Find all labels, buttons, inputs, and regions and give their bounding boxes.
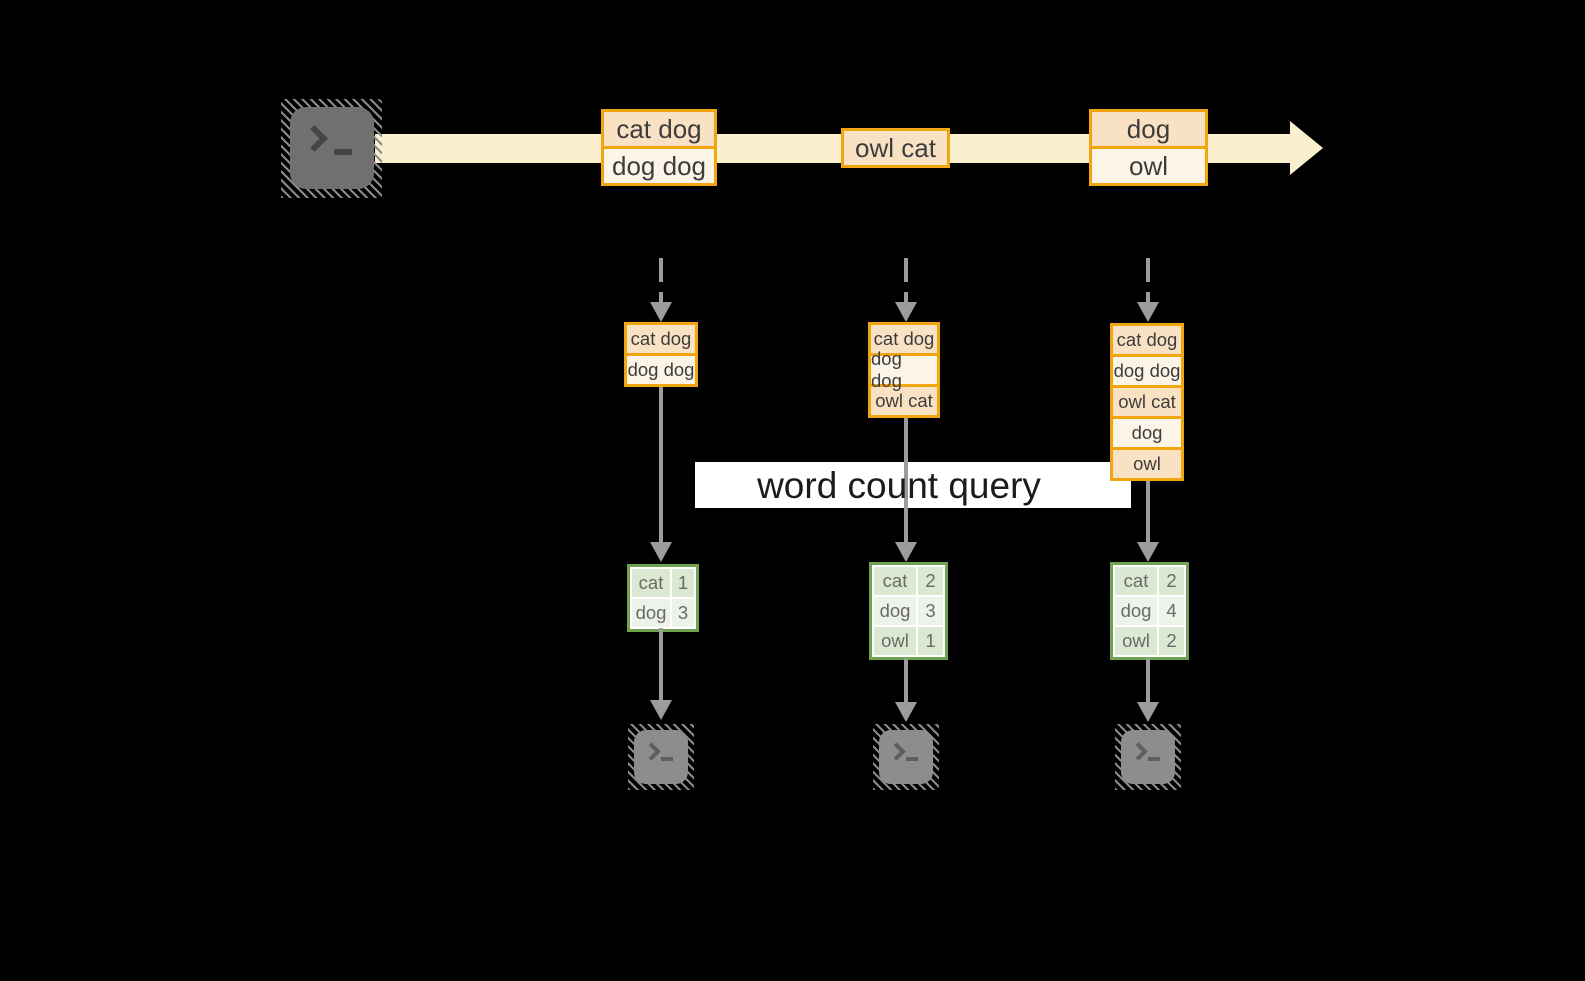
arrow-buffer-to-counts-2 — [895, 417, 917, 562]
arrow-line — [1146, 658, 1150, 708]
dash-segment — [904, 292, 908, 304]
event-row: dog — [1092, 112, 1205, 146]
query-label: word count query — [757, 465, 1041, 506]
count-value-cell: 2 — [1159, 567, 1184, 595]
prompt-chevron-icon — [1129, 742, 1148, 761]
count-value-cell: 3 — [918, 597, 943, 625]
buffer-row: dog — [1113, 416, 1181, 447]
count-table-1: cat 1 dog 3 — [627, 564, 699, 632]
event-buffer-stack-3: cat dog dog dog owl cat dog owl — [1110, 323, 1184, 481]
buffer-row: dog dog — [871, 348, 937, 391]
query-banner — [695, 462, 1131, 508]
buffer-row: cat dog — [1113, 326, 1181, 354]
terminal-screen — [290, 107, 374, 189]
event-row: owl cat — [844, 131, 947, 165]
event-row: dog dog — [604, 146, 714, 183]
terminal-screen — [634, 730, 688, 784]
arrowhead-icon — [1137, 302, 1159, 322]
buffer-row: cat dog — [627, 325, 695, 353]
arrow-line — [904, 658, 908, 708]
count-value-cell: 2 — [1159, 627, 1184, 655]
arrow-line — [1146, 480, 1150, 548]
event-row: owl — [1092, 146, 1205, 183]
event-row: cat dog — [604, 112, 714, 146]
ingest-dashed-arrow-1 — [650, 258, 672, 322]
ingest-dashed-arrow-3 — [1137, 258, 1159, 322]
arrowhead-icon — [650, 542, 672, 562]
count-value-cell: 4 — [1159, 597, 1184, 625]
arrowhead-icon — [1137, 542, 1159, 562]
prompt-underscore-icon — [1148, 757, 1160, 761]
arrow-counts-to-sink-1 — [650, 628, 672, 720]
arrow-line — [904, 417, 908, 548]
terminal-screen — [879, 730, 933, 784]
terminal-screen — [1121, 730, 1175, 784]
sink-terminal-icon-3 — [1115, 724, 1181, 790]
count-word-cell: cat — [1115, 567, 1157, 595]
arrow-buffer-to-counts-3 — [1137, 480, 1159, 562]
buffer-row: dog dog — [1113, 354, 1181, 385]
count-value-cell: 1 — [918, 627, 943, 655]
dash-segment — [1146, 258, 1150, 282]
count-table-3: cat 2 dog 4 owl 2 — [1110, 562, 1189, 660]
arrow-counts-to-sink-2 — [895, 658, 917, 722]
count-table-2: cat 2 dog 3 owl 1 — [869, 562, 948, 660]
count-value-cell: 1 — [672, 569, 694, 597]
count-word-cell: cat — [632, 569, 670, 597]
count-word-cell: dog — [632, 599, 670, 627]
buffer-row: cat dog — [871, 325, 937, 353]
dash-segment — [659, 292, 663, 304]
arrowhead-icon — [895, 302, 917, 322]
count-word-cell: cat — [874, 567, 916, 595]
event-buffer-stack-1: cat dog dog dog — [624, 322, 698, 387]
sink-terminal-icon-1 — [628, 724, 694, 790]
arrow-counts-to-sink-3 — [1137, 658, 1159, 722]
count-word-cell: owl — [1115, 627, 1157, 655]
ingest-dashed-arrow-2 — [895, 258, 917, 322]
arrowhead-icon — [895, 702, 917, 722]
count-word-cell: owl — [874, 627, 916, 655]
dash-segment — [904, 258, 908, 282]
prompt-chevron-icon — [301, 125, 328, 152]
arrow-line — [659, 628, 663, 706]
prompt-chevron-icon — [642, 742, 661, 761]
arrow-buffer-to-counts-1 — [650, 387, 672, 562]
dash-segment — [659, 258, 663, 282]
stream-event-batch-2: owl cat — [841, 128, 950, 168]
arrowhead-icon — [650, 700, 672, 720]
event-buffer-stack-2: cat dog dog dog owl cat — [868, 322, 940, 418]
stream-event-batch-3: dog owl — [1089, 109, 1208, 186]
buffer-row: owl cat — [1113, 385, 1181, 416]
source-terminal-icon — [281, 99, 382, 198]
arrowhead-icon — [895, 542, 917, 562]
arrowhead-icon — [650, 302, 672, 322]
count-value-cell: 2 — [918, 567, 943, 595]
prompt-chevron-icon — [887, 742, 906, 761]
prompt-underscore-icon — [334, 149, 352, 155]
prompt-underscore-icon — [906, 757, 918, 761]
buffer-row: owl cat — [871, 384, 937, 415]
arrowhead-icon — [1137, 702, 1159, 722]
stream-event-batch-1: cat dog dog dog — [601, 109, 717, 186]
stream-arrowhead-icon — [1290, 121, 1323, 175]
buffer-row: owl — [1113, 447, 1181, 478]
count-word-cell: dog — [1115, 597, 1157, 625]
count-word-cell: dog — [874, 597, 916, 625]
arrow-line — [659, 387, 663, 548]
dash-segment — [1146, 292, 1150, 304]
buffer-row: dog dog — [627, 353, 695, 384]
count-value-cell: 3 — [672, 599, 694, 627]
prompt-underscore-icon — [661, 757, 673, 761]
sink-terminal-icon-2 — [873, 724, 939, 790]
